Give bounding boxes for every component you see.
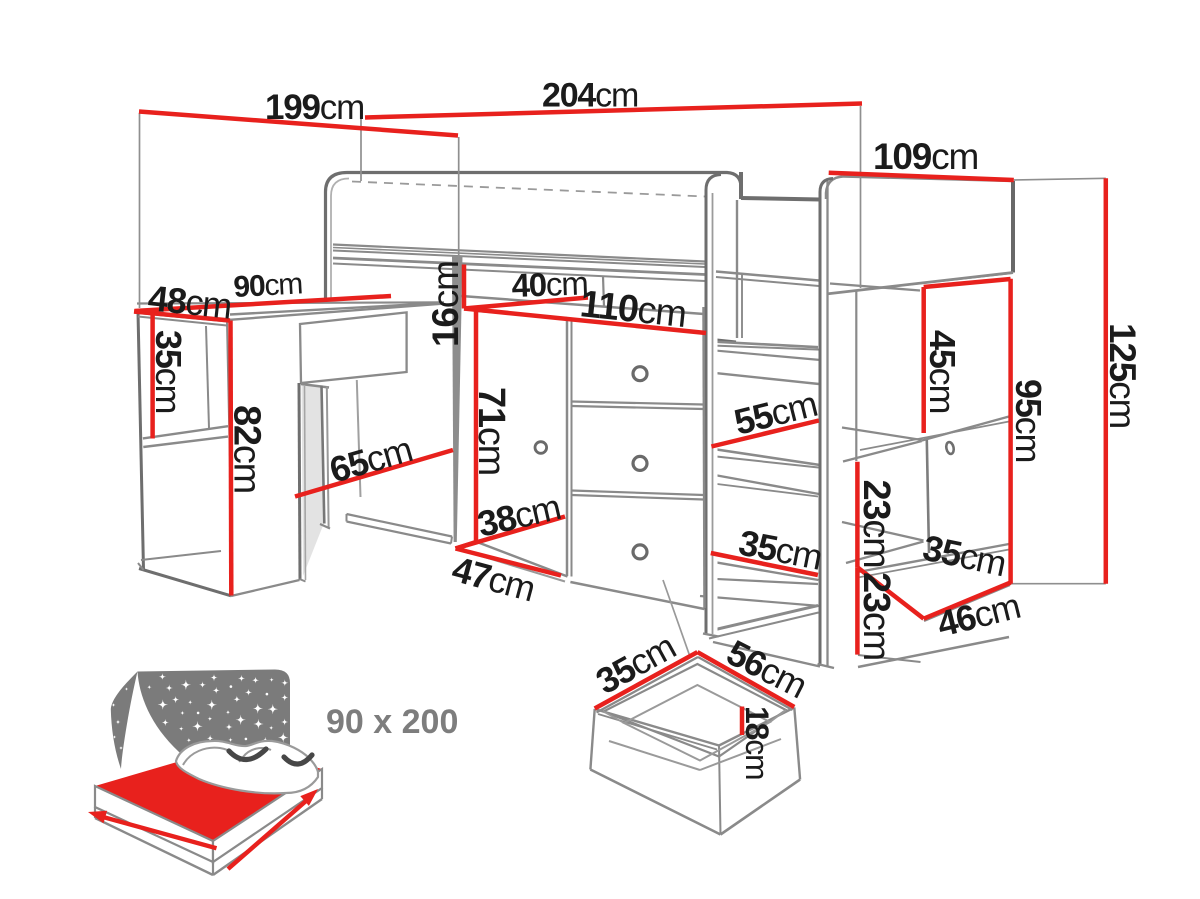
svg-text:71cm: 71cm [470, 387, 512, 475]
svg-text:82cm: 82cm [226, 405, 268, 493]
svg-text:109cm: 109cm [873, 136, 978, 177]
svg-text:95cm: 95cm [1008, 379, 1049, 462]
svg-text:65cm: 65cm [325, 428, 416, 490]
svg-text:23cm: 23cm [855, 480, 897, 568]
svg-text:35cm: 35cm [148, 330, 189, 413]
svg-text:125cm: 125cm [1102, 323, 1143, 428]
svg-text:16cm: 16cm [425, 261, 466, 347]
svg-text:18cm: 18cm [739, 706, 775, 779]
svg-text:45cm: 45cm [922, 330, 963, 413]
svg-text:199cm: 199cm [265, 88, 364, 127]
svg-text:40cm: 40cm [511, 264, 588, 304]
svg-text:48cm: 48cm [146, 277, 233, 326]
svg-text:23cm: 23cm [855, 572, 897, 660]
svg-text:204cm: 204cm [542, 77, 638, 115]
svg-text:90cm: 90cm [233, 267, 303, 304]
svg-text:90 x 200: 90 x 200 [326, 703, 458, 741]
